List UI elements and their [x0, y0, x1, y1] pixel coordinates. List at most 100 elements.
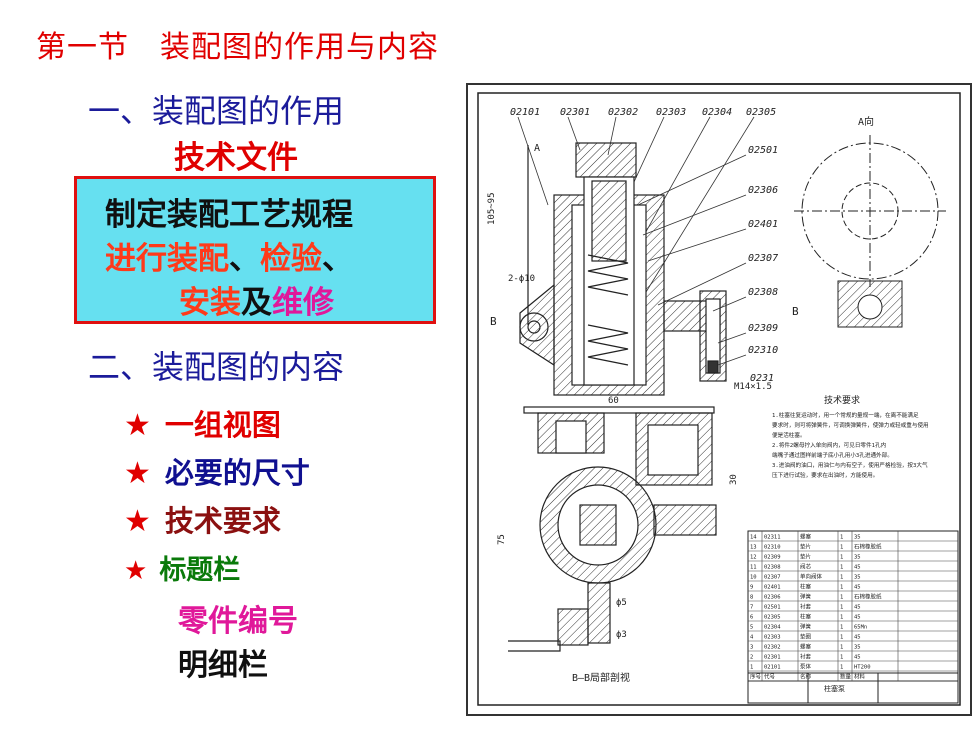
bom-cell: 石棉橡胶纸 — [854, 543, 882, 551]
bom-cell: 02309 — [764, 555, 781, 561]
bom-cell: 1 — [840, 535, 843, 541]
star-icon: ★ — [124, 556, 148, 586]
bom-cell: HT200 — [854, 665, 871, 671]
bom-cell: 7 — [750, 605, 753, 611]
star-icon: ★ — [124, 456, 151, 491]
bom-cell: 02304 — [764, 625, 781, 631]
bom-cell: 02501 — [764, 605, 781, 611]
bom-cell: 35 — [854, 555, 861, 561]
bom-cell: 9 — [750, 585, 753, 591]
bom-cell: 35 — [854, 535, 861, 541]
bom-cell: 石棉橡胶纸 — [854, 593, 882, 601]
bom-cell: 1 — [840, 575, 843, 581]
tech-line: 要求时，则可将弹簧件，可调换弹簧件，使弹力或轻或重与使用 — [772, 421, 929, 429]
drawing-frame — [477, 92, 961, 706]
bom-cell: 02305 — [764, 615, 781, 621]
dim-label: 75 — [497, 534, 507, 545]
dim-label: ϕ3 — [616, 630, 627, 640]
bom-cell: 35 — [854, 575, 861, 581]
bom-cell: 垫片 — [800, 553, 811, 561]
list-item: ★ 标题栏 — [124, 548, 240, 587]
bom-cell: 1 — [840, 555, 843, 561]
tech-line: 便是活柱塞。 — [772, 431, 806, 439]
part-label: 0231 — [750, 373, 774, 384]
bom-cell: 02307 — [764, 575, 781, 581]
lower-section-view — [508, 406, 717, 652]
bom-cell: 1 — [840, 595, 843, 601]
bom-cell: 6 — [750, 615, 753, 621]
bom-cell: 12 — [750, 555, 757, 561]
bom-cell: 柱塞 — [800, 583, 812, 591]
item-part-numbers: 零件编号 — [178, 604, 298, 639]
part-label: 02305 — [746, 107, 776, 118]
section-label: B–B局部剖视 — [572, 671, 630, 684]
bom-cell: 螺塞 — [800, 643, 812, 651]
bom-cell: 垫圈 — [800, 633, 812, 641]
bom-cell: 弹簧 — [800, 593, 812, 601]
bom-cell: 材料 — [854, 673, 866, 681]
section1-heading: 一、装配图的作用 — [88, 92, 345, 130]
item-title-block: 标题栏 — [159, 555, 241, 586]
tech-title: 技术要求 — [824, 394, 860, 406]
assembly-drawing-svg: 02101 02301 02302 02303 02304 02305 — [477, 92, 961, 706]
bom-cell: 1 — [750, 665, 753, 671]
box-line-2: 进行装配、检验、 — [105, 233, 353, 278]
bom-cell: 10 — [750, 575, 757, 581]
view-label: A向 — [858, 115, 874, 128]
part-label: 02306 — [748, 185, 778, 196]
bom-cell: 1 — [840, 655, 843, 661]
bom-cell: 02310 — [764, 545, 781, 551]
bom-cell: 45 — [854, 605, 861, 611]
box-and: 及 — [241, 285, 272, 321]
box-inspect: 检验 — [260, 241, 322, 277]
box-sep-2: 、 — [322, 241, 353, 277]
part-label: 02304 — [702, 107, 732, 118]
assembly-drawing: 02101 02301 02302 02303 02304 02305 — [466, 83, 972, 716]
part-label: 02101 — [510, 107, 540, 118]
bom-cell: 序号 — [750, 673, 762, 681]
tech-line: 端嘴子通过图样前端子底小孔用小3孔进通外部。 — [772, 451, 893, 459]
bom-cell: 65Mn — [854, 625, 867, 631]
bom-cell: 垫片 — [800, 543, 811, 551]
section2-heading: 二、装配图的内容 — [88, 348, 345, 386]
list-item: ★必要的尺寸 — [124, 450, 310, 492]
item-views: 一组视图 — [164, 408, 281, 442]
bom-cell: 1 — [840, 635, 843, 641]
bom-cell: 45 — [854, 565, 861, 571]
bom-cell: 11 — [750, 565, 757, 571]
bom-cell: 02311 — [764, 535, 781, 541]
tech-line: 2.将件2螺母拧入单向阀内，可见日零件1孔内 — [772, 441, 887, 449]
bom-cell: 名称 — [800, 673, 812, 681]
section-tag: B — [792, 305, 799, 318]
list-item: ★一组视图 — [124, 402, 281, 444]
bom-cell: 阀芯 — [800, 563, 812, 571]
dim-label: 30 — [729, 474, 739, 485]
bom-cell: 02401 — [764, 585, 781, 591]
bom-cell: 数量 — [840, 673, 852, 681]
bom-cell: 1 — [840, 545, 843, 551]
bom-cell: 45 — [854, 585, 861, 591]
section1-subheading: 技术文件 — [174, 140, 298, 176]
bom-cell: 1 — [840, 615, 843, 621]
box-repair: 维修 — [272, 285, 334, 321]
bom-cell: 02302 — [764, 645, 781, 651]
part-label: 02501 — [748, 145, 778, 156]
bom-cell: 02308 — [764, 565, 781, 571]
part-label: 02308 — [748, 287, 778, 298]
tech-line: 3.进油阀的油口，用油仁与内有空子，使用严格检验，按3大气 — [772, 461, 928, 469]
bom-cell: 螺塞 — [800, 533, 812, 541]
bom-cell: 14 — [750, 535, 757, 541]
tech-line: 1.柱塞往复运动时，用一个常规的量规一端，在离不能满足 — [772, 411, 919, 419]
bom-cell: 02301 — [764, 655, 781, 661]
bom-cell: 02303 — [764, 635, 781, 641]
title-block-name: 柱塞泵 — [824, 684, 845, 693]
box-sep-1: 、 — [229, 241, 260, 277]
top-part-labels: 02101 02301 02302 02303 02304 02305 — [510, 107, 776, 118]
bom-cell: 1 — [840, 645, 843, 651]
title-block — [747, 672, 959, 704]
bom-cell: 45 — [854, 655, 861, 661]
bom-cell: 45 — [854, 635, 861, 641]
bom-cell: 02306 — [764, 595, 781, 601]
bom-cell: 3 — [750, 645, 753, 651]
bom-table: 14 02311 螺塞 1 35 1 3 02310 垫片 1 石棉橡胶纸 12 02309 垫片 1 35 1… — [747, 530, 959, 682]
